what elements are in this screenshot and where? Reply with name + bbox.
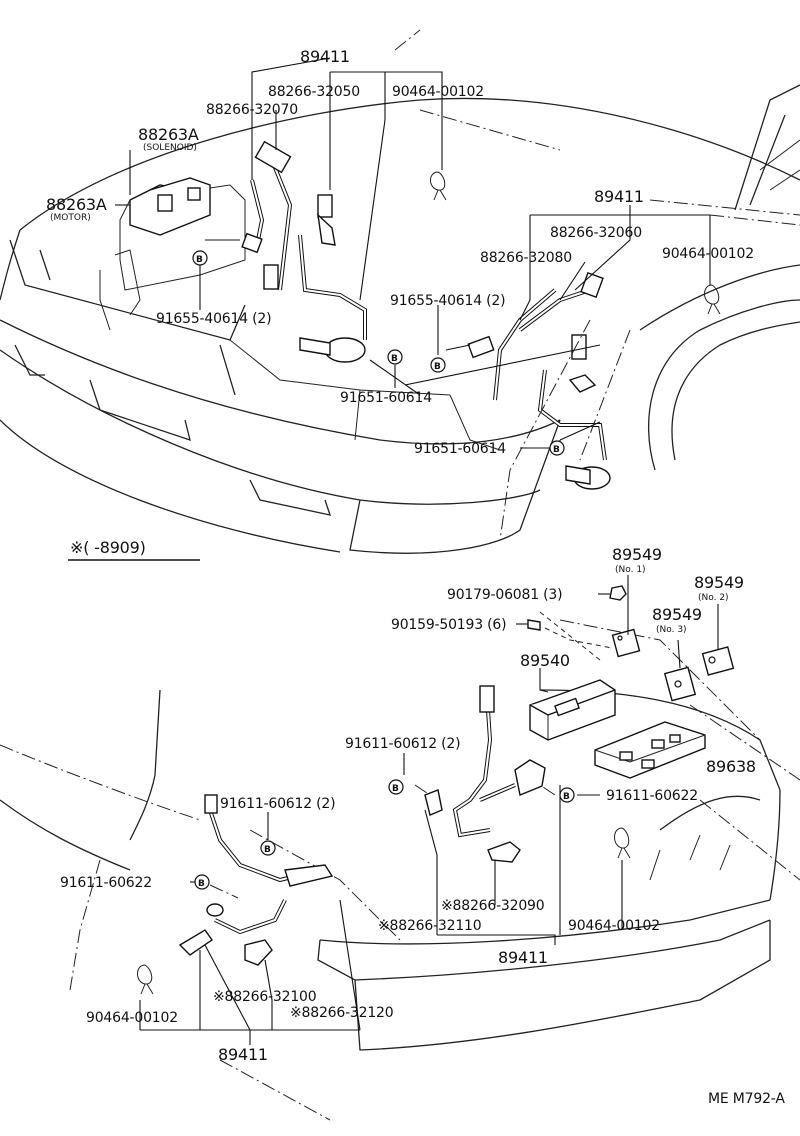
lower-left-sensor-harness xyxy=(178,794,334,966)
b-marker-lower-right: B xyxy=(559,787,575,803)
label-91611-60612-left: 91611-60612 (2) xyxy=(220,796,335,812)
b-marker-lower-far-left: B xyxy=(194,874,210,890)
label-88266-32120: ※88266-32120 xyxy=(290,1005,393,1021)
label-90159-50193: 90159-50193 (6) xyxy=(391,617,506,633)
label-91651-60614-lower: 91651-60614 xyxy=(414,441,506,457)
label-91611-60622-left: 91611-60622 xyxy=(60,875,152,891)
label-91651-60614-upper: 91651-60614 xyxy=(340,390,432,406)
clip-upper-top xyxy=(430,171,447,201)
svg-text:B: B xyxy=(198,879,205,889)
label-91655-40614-right: 91655-40614 (2) xyxy=(390,293,505,309)
label-89411-top: 89411 xyxy=(300,47,350,66)
label-89549-no1: 89549 xyxy=(612,545,662,564)
label-88266-32060: 88266-32060 xyxy=(550,225,642,241)
drawing-code: ME M792-A xyxy=(708,1091,785,1107)
abs-actuator-upper xyxy=(129,177,211,236)
label-90464-00102-lower-left: 90464-00102 xyxy=(86,1010,178,1026)
label-88266-32070: 88266-32070 xyxy=(206,102,298,118)
svg-text:B: B xyxy=(553,445,560,455)
relay-89549-no1 xyxy=(611,628,641,658)
label-89638: 89638 xyxy=(706,757,756,776)
label-90179-06081: 90179-06081 (3) xyxy=(447,587,562,603)
b-marker-upper-left: B xyxy=(192,250,208,266)
lower-center-sensor-harness xyxy=(424,685,546,863)
clip-lower-left xyxy=(137,964,154,995)
svg-text:B: B xyxy=(196,255,203,265)
upper-leader-lines xyxy=(115,29,800,541)
label-89549-no2: 89549 xyxy=(694,573,744,592)
bolt-90159 xyxy=(527,619,541,631)
label-no1-sub: (No. 1) xyxy=(615,565,646,575)
svg-text:B: B xyxy=(563,792,570,802)
lower-vehicle-rear-outline xyxy=(0,619,800,1121)
label-89411-bottom: 89411 xyxy=(218,1045,268,1064)
label-90464-00102-right: 90464-00102 xyxy=(662,246,754,262)
clip-upper-right xyxy=(704,284,721,315)
label-88263A-motor: 88263A xyxy=(46,195,107,214)
b-marker-lower-top: B xyxy=(388,779,404,795)
label-88266-32050: 88266-32050 xyxy=(268,84,360,100)
upper-vehicle-front-outline xyxy=(0,84,800,554)
label-88266-32080: 88266-32080 xyxy=(480,250,572,266)
ecu-bracket-89638 xyxy=(594,721,706,779)
label-89411-right: 89411 xyxy=(594,187,644,206)
lower-leader-lines xyxy=(139,575,719,1045)
svg-text:B: B xyxy=(392,784,399,794)
label-91611-60612-top: 91611-60612 (2) xyxy=(345,736,460,752)
svg-text:B: B xyxy=(391,354,398,364)
upper-front-sensor-harness xyxy=(241,140,367,363)
label-no2-sub: (No. 2) xyxy=(698,593,729,603)
abs-ecu-89540 xyxy=(529,679,616,741)
b-marker-upper-center: B xyxy=(387,349,403,365)
label-90464-00102-top: 90464-00102 xyxy=(392,84,484,100)
label-motor-sub: (MOTOR) xyxy=(50,213,91,223)
label-91611-60622-right: 91611-60622 xyxy=(606,788,698,804)
svg-text:B: B xyxy=(264,845,271,855)
label-88266-32090: ※88266-32090 xyxy=(441,898,544,914)
label-89540: 89540 xyxy=(520,651,570,670)
model-range-label: ※( -8909) xyxy=(68,538,200,561)
label-88263A-solenoid: 88263A xyxy=(138,125,199,144)
label-88266-32110: ※88266-32110 xyxy=(378,918,481,934)
relay-89549-no2 xyxy=(701,646,735,676)
svg-text:※( -8909): ※( -8909) xyxy=(70,538,146,557)
b-marker-upper-right1: B xyxy=(430,357,446,373)
svg-text:B: B xyxy=(434,362,441,372)
label-89549-no3: 89549 xyxy=(652,605,702,624)
label-no3-sub: (No. 3) xyxy=(656,625,687,635)
label-88266-32100: ※88266-32100 xyxy=(213,989,316,1005)
b-marker-upper-right2: B xyxy=(549,440,565,456)
relay-89549-no3 xyxy=(663,666,697,702)
clip-lower-right xyxy=(614,827,631,859)
b-marker-lower-left: B xyxy=(260,840,276,856)
label-90464-00102-lower-right: 90464-00102 xyxy=(568,918,660,934)
label-solenoid-sub: (SOLENOID) xyxy=(143,143,197,153)
label-91655-40614-left: 91655-40614 (2) xyxy=(156,311,271,327)
nut-90179 xyxy=(609,585,627,601)
label-89411-center: 89411 xyxy=(498,948,548,967)
